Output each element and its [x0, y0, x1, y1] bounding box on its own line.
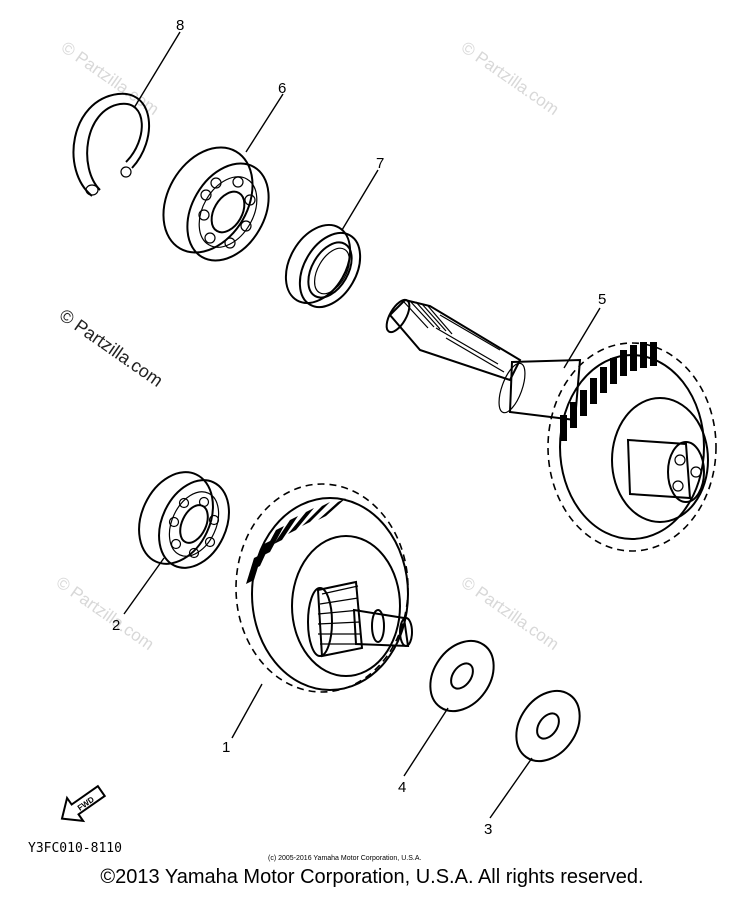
part-2-bearing [138, 471, 230, 569]
callout-3: 3 [484, 821, 492, 838]
part-6-bearing [162, 146, 270, 262]
part-3-washer [515, 689, 581, 763]
diagram-code: Y3FC010-8110 [28, 841, 122, 856]
leader-lines [123, 31, 601, 819]
callout-4: 4 [398, 779, 406, 796]
small-copyright: (c) 2005-2016 Yamaha Motor Corporation, … [268, 855, 421, 862]
fwd-arrow-icon: FWD [60, 784, 107, 823]
callout-6: 6 [278, 80, 286, 97]
watermark-layer: © Partzilla.com © Partzilla.com © Partzi… [53, 38, 563, 654]
part-4-washer [429, 639, 495, 713]
callout-7: 7 [376, 155, 384, 172]
part-7-oil-seal [284, 224, 362, 308]
watermark-main: © Partzilla.com [56, 305, 167, 391]
footer-copyright: ©2013 Yamaha Motor Corporation, U.S.A. A… [100, 866, 644, 888]
watermark-mid-left: © Partzilla.com [53, 573, 158, 654]
callout-1: 1 [222, 739, 230, 756]
part-8-circlip [72, 92, 151, 197]
callout-2: 2 [112, 617, 120, 634]
watermark-top-right: © Partzilla.com [458, 38, 563, 119]
callout-8: 8 [176, 17, 184, 34]
part-5-shaft-gear [385, 298, 717, 552]
part-1-primary-gear [235, 483, 413, 693]
callout-5: 5 [598, 291, 606, 308]
